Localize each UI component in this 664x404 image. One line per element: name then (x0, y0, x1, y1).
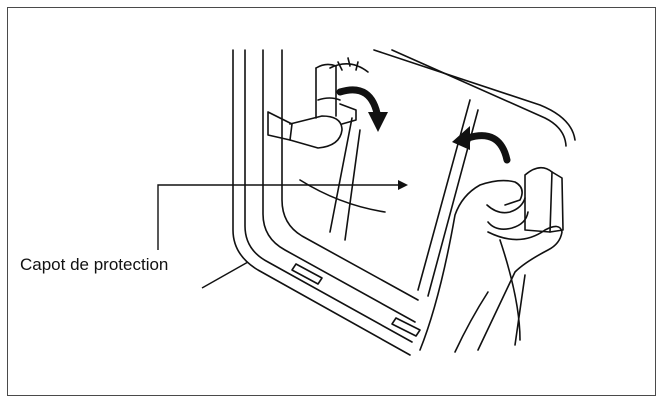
panel-frame (232, 49, 576, 356)
latch-handle-right (524, 166, 564, 233)
label-leader-line (201, 261, 249, 289)
hand-illustration (419, 179, 563, 353)
curved-rotation-arrow-icon (452, 126, 511, 164)
callout-arrow-icon (157, 180, 408, 250)
illustration-frame (7, 7, 656, 396)
protective-cover-label: Capot de protection (20, 255, 169, 274)
curved-rotation-arrow-icon (336, 86, 388, 132)
rotation-guide-arc (329, 57, 369, 73)
latch-handle-left (267, 63, 357, 149)
